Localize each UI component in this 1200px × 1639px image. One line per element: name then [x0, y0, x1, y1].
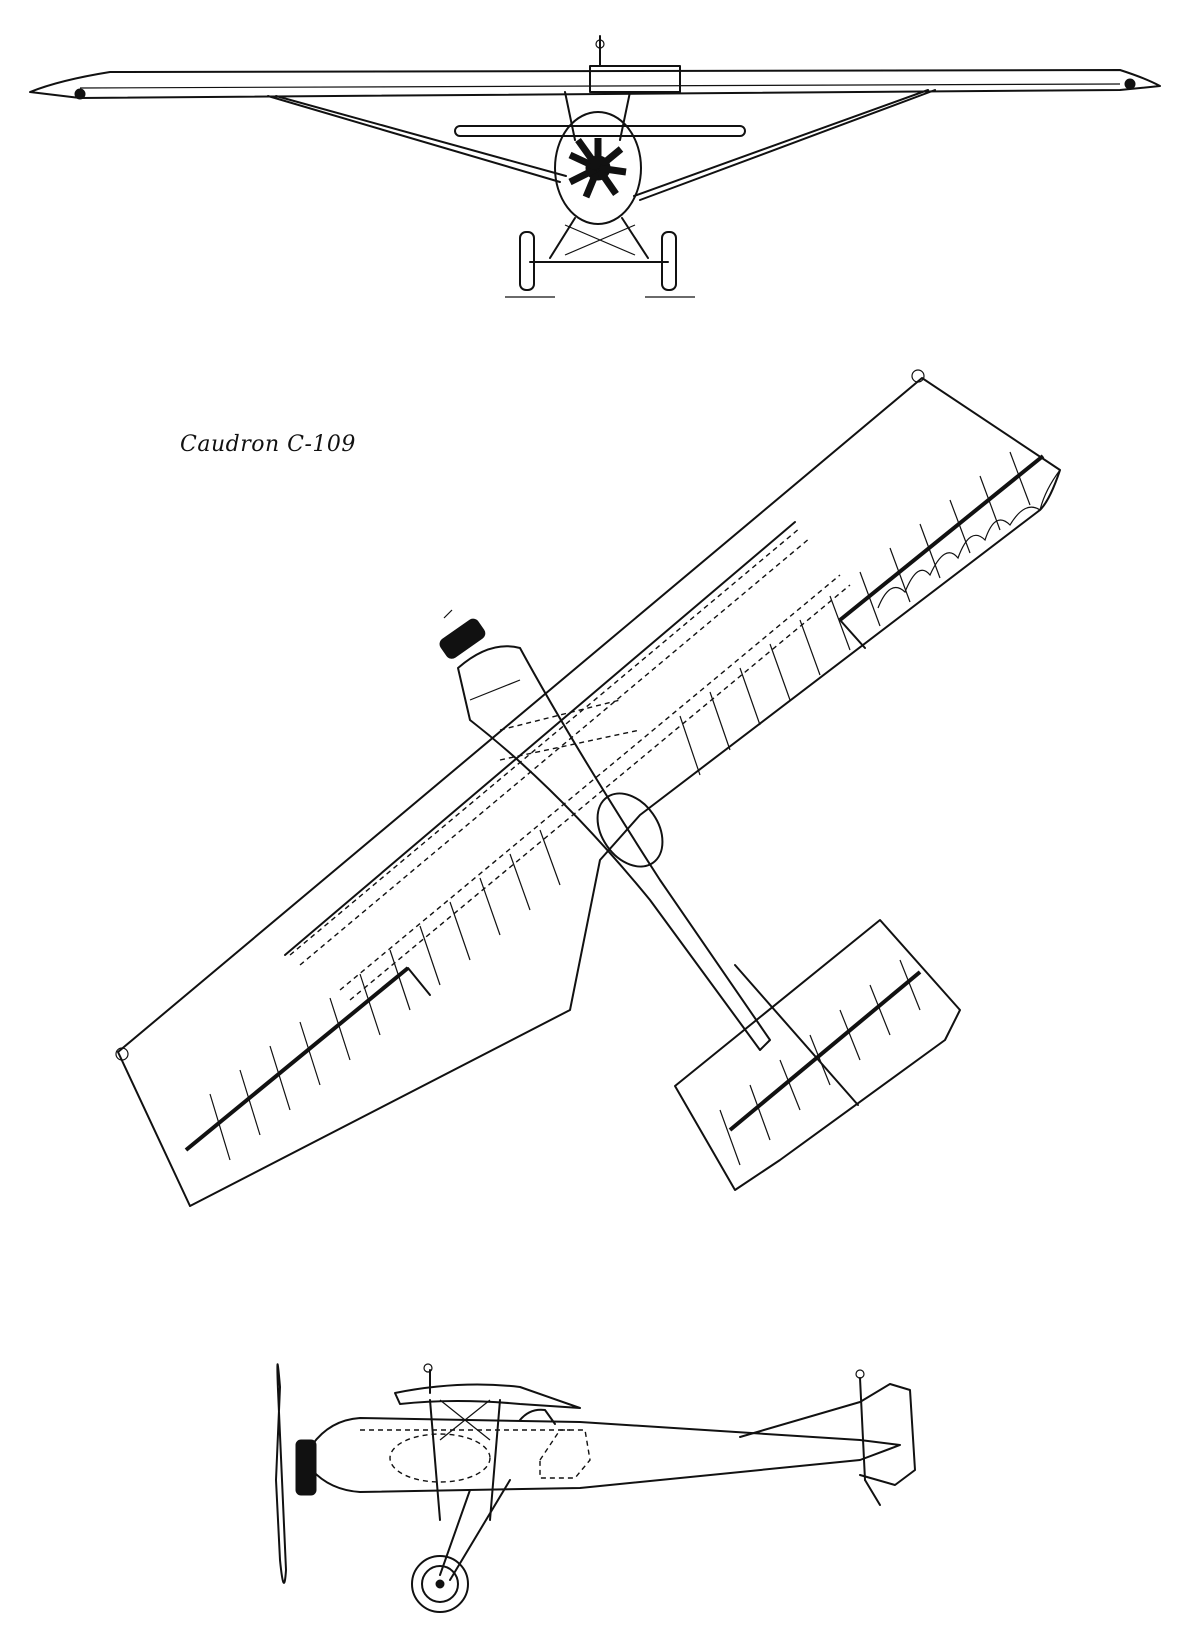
side-fuselage: [311, 1417, 901, 1493]
front-wing: [29, 69, 1161, 99]
front-wingtip-left: [74, 88, 86, 100]
side-wing: [394, 1383, 581, 1409]
plan-aileron-left: [184, 966, 410, 1152]
front-stub-wing: [454, 125, 746, 137]
front-strut-right: [639, 89, 936, 201]
front-wheel-left: [519, 231, 535, 291]
side-tail-fin: [739, 1383, 916, 1486]
front-wheel-right: [661, 231, 677, 291]
plan-aileron-right: [838, 454, 1045, 622]
aircraft-caption: Caudron C-109: [180, 432, 356, 457]
side-wheel: [411, 1555, 469, 1613]
plan-cockpit: [596, 792, 664, 868]
side-propeller: [275, 1363, 287, 1584]
front-engine-cowl: [554, 111, 642, 225]
plan-engine-icon: [439, 609, 486, 659]
plan-wing: [115, 369, 1061, 1207]
side-pilot-outline: [539, 1429, 591, 1479]
plan-fuselage: [457, 645, 771, 1051]
side-cockpit: [519, 1408, 556, 1425]
front-cabane: [589, 65, 681, 93]
front-strut-left: [267, 95, 561, 183]
side-fuel-tank: [389, 1433, 491, 1483]
plan-rudder: [734, 964, 859, 1106]
radial-engine-icon: [568, 137, 627, 199]
plan-tailplane: [674, 919, 961, 1191]
front-wingtip-right: [1124, 78, 1136, 90]
